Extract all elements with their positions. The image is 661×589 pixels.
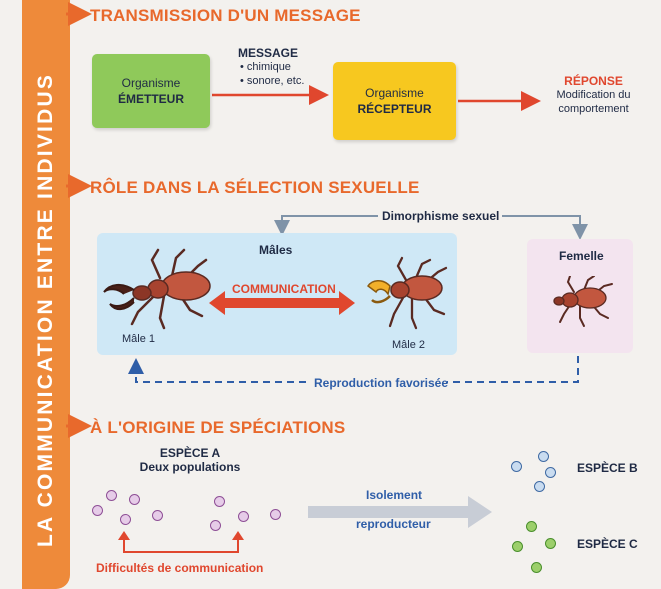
female-beetle-icon [553,276,613,327]
communication-label: COMMUNICATION [232,282,336,296]
species-b-dot [511,461,522,472]
section-title-speciation: À L'ORIGINE DE SPÉCIATIONS [90,418,346,437]
difficulties-label: Difficultés de communication [96,561,264,575]
population2-dot [210,520,221,531]
isolation-arrow [308,496,492,528]
response-line1: Modification du [556,89,631,101]
species-c-dot [545,538,556,549]
receiver-line2: RÉCEPTEUR [357,102,432,116]
message-title: MESSAGE [238,46,299,60]
message-item-chemical: • chimique [240,61,291,73]
species-b-dot [534,481,545,492]
difficulties-bracket [123,536,239,553]
population1-dot [92,505,103,516]
male1-label: Mâle 1 [122,333,156,345]
population1-dot [106,490,117,501]
species-c-dot [526,521,537,532]
species-c-label: ESPÈCE C [577,537,638,551]
males-label: Mâles [259,243,293,257]
species-c-dot [512,541,523,552]
emitter-line1: Organisme [121,76,181,90]
dimorphism-bracket-left [274,215,378,236]
two-populations-label: Deux populations [139,460,241,474]
population1-dot [152,510,163,521]
message-label: MESSAGE • chimique • sonore, etc. [238,46,304,88]
reproduction-dashed-line-2 [128,358,306,383]
species-c-dot [531,562,542,573]
receiver-line1: Organisme [365,86,424,100]
population2-dot [270,509,281,520]
response-line2: comportement [558,103,629,115]
communication-double-arrow [209,291,355,315]
species-b-dot [538,451,549,462]
population2-dot [214,496,225,507]
response-title: RÉPONSE [564,74,623,88]
emitter-box: Organisme ÉMETTEUR [92,54,210,128]
receiver-box: Organisme RÉCEPTEUR [333,62,456,140]
isolation-line1: Isolement [366,488,423,502]
emitter-line2: ÉMETTEUR [118,92,184,106]
species-a-title: ESPÈCE A [159,446,221,460]
dimorphism-bracket-right [502,215,588,240]
population1-dot [129,494,140,505]
species-a-label: ESPÈCE A Deux populations [130,446,250,474]
reproduction-label: Reproduction favorisée [314,376,449,390]
population1-dot [120,514,131,525]
side-band [22,0,70,589]
species-b-label: ESPÈCE B [577,461,638,475]
reproduction-dashed-line [447,356,579,383]
response-label: RÉPONSE Modification du comportement [541,74,646,116]
section-title-sexual-selection: RÔLE DANS LA SÉLECTION SEXUELLE [90,178,420,197]
male1-beetle-icon [103,248,211,330]
population2-dot [238,511,249,522]
species-b-dot [545,467,556,478]
male2-label: Mâle 2 [392,339,426,351]
male2-beetle-icon [366,256,448,330]
dimorphism-label: Dimorphisme sexuel [382,209,500,223]
message-item-sound: • sonore, etc. [240,75,305,87]
isolation-line2: reproducteur [356,517,431,531]
female-label: Femelle [559,249,604,263]
section-title-transmission: TRANSMISSION D'UN MESSAGE [90,6,361,25]
